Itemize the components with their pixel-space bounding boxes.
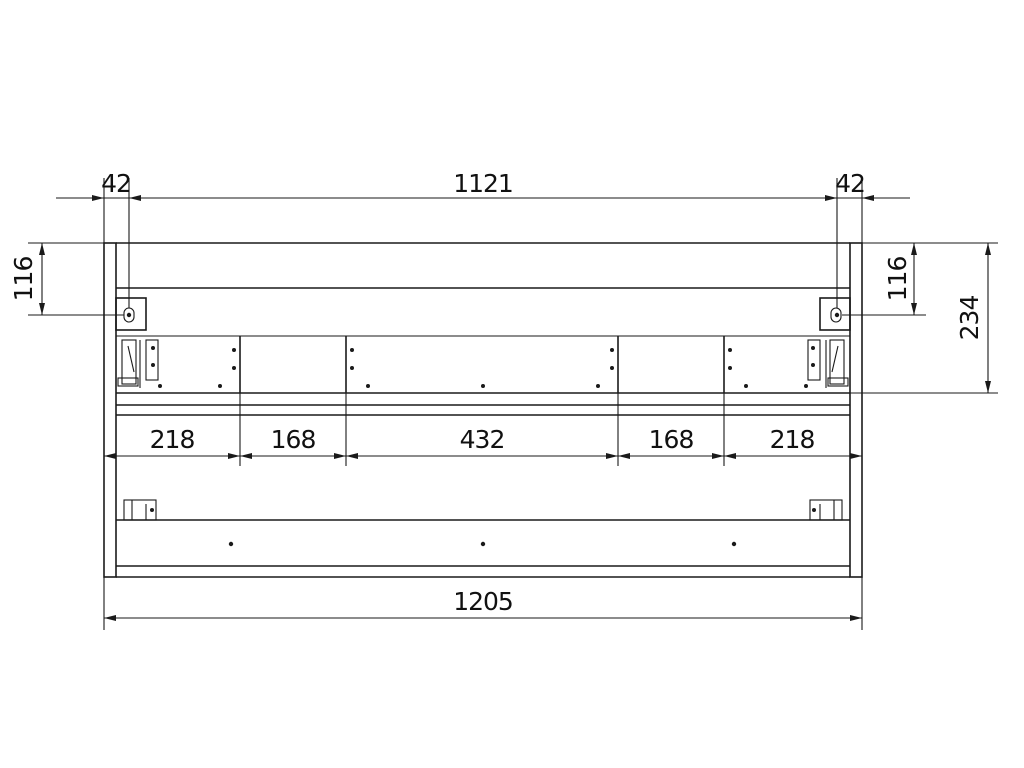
right-side-panel xyxy=(849,242,863,578)
dim-right-total-height: 234 xyxy=(955,296,984,341)
right-height-dimensions xyxy=(842,242,998,394)
lower-left-slide xyxy=(123,499,157,521)
dim-drawer-5: 218 xyxy=(770,425,815,454)
dim-left-height: 116 xyxy=(9,257,38,302)
left-drawer-slide xyxy=(117,339,159,388)
dim-drawer-2: 168 xyxy=(271,425,316,454)
dim-top-left-offset: 42 xyxy=(101,169,131,198)
right-hanging-bracket xyxy=(819,297,851,331)
dim-overall-width: 1205 xyxy=(453,587,513,616)
cabinet-outline xyxy=(103,242,863,578)
overall-width-dimension xyxy=(103,577,863,630)
top-dimensions xyxy=(56,178,910,308)
drawer-compartments xyxy=(116,336,850,394)
dim-drawer-1: 218 xyxy=(150,425,195,454)
dim-drawer-4: 168 xyxy=(649,425,694,454)
left-side-panel xyxy=(103,242,117,578)
screw-holes xyxy=(126,312,840,547)
right-drawer-slide xyxy=(807,339,849,388)
dim-top-right-offset: 42 xyxy=(835,169,865,198)
dim-drawer-3: 432 xyxy=(460,425,505,454)
dim-right-height: 116 xyxy=(883,257,912,302)
drawer-width-dimensions xyxy=(104,393,862,466)
lower-right-slide xyxy=(809,499,843,521)
left-hanging-bracket xyxy=(115,297,147,331)
left-height-dimension xyxy=(28,242,124,316)
dim-top-span: 1121 xyxy=(453,169,513,198)
